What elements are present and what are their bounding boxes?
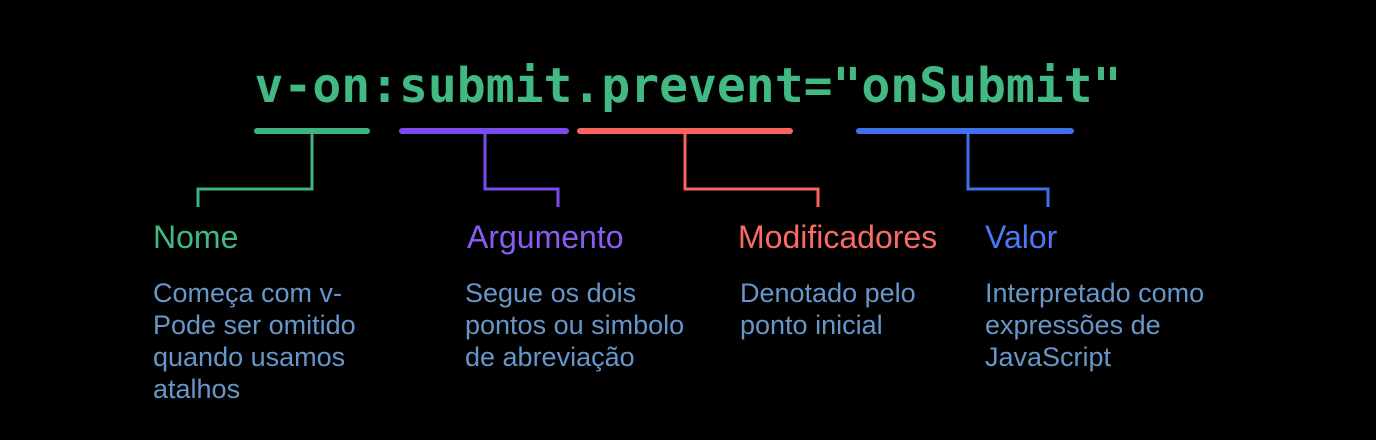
connector-argument [483, 134, 560, 207]
underline-value-token [856, 128, 1074, 134]
code-expression: v-on:submit.prevent="onSubmit" [254, 58, 1122, 114]
label-modificadores: Modificadores [738, 219, 938, 255]
connector-name [196, 134, 314, 207]
underline-modifier-token [577, 128, 793, 134]
description-nome: Começa com v- Pode ser omitido quando us… [153, 278, 356, 404]
label-nome: Nome [153, 219, 239, 255]
description-modificadores: Denotado pelo ponto inicial [740, 278, 916, 340]
connector-modifier [683, 134, 820, 207]
description-argumento: Segue os dois pontos ou simbolo de abrev… [465, 278, 685, 372]
underline-name-token [254, 128, 370, 134]
label-argumento: Argumento [467, 219, 624, 255]
connector-value [966, 134, 1050, 207]
description-valor: Interpretado como expressões de JavaScri… [985, 278, 1205, 372]
label-valor: Valor [985, 219, 1058, 255]
underline-argument-token [399, 128, 569, 134]
